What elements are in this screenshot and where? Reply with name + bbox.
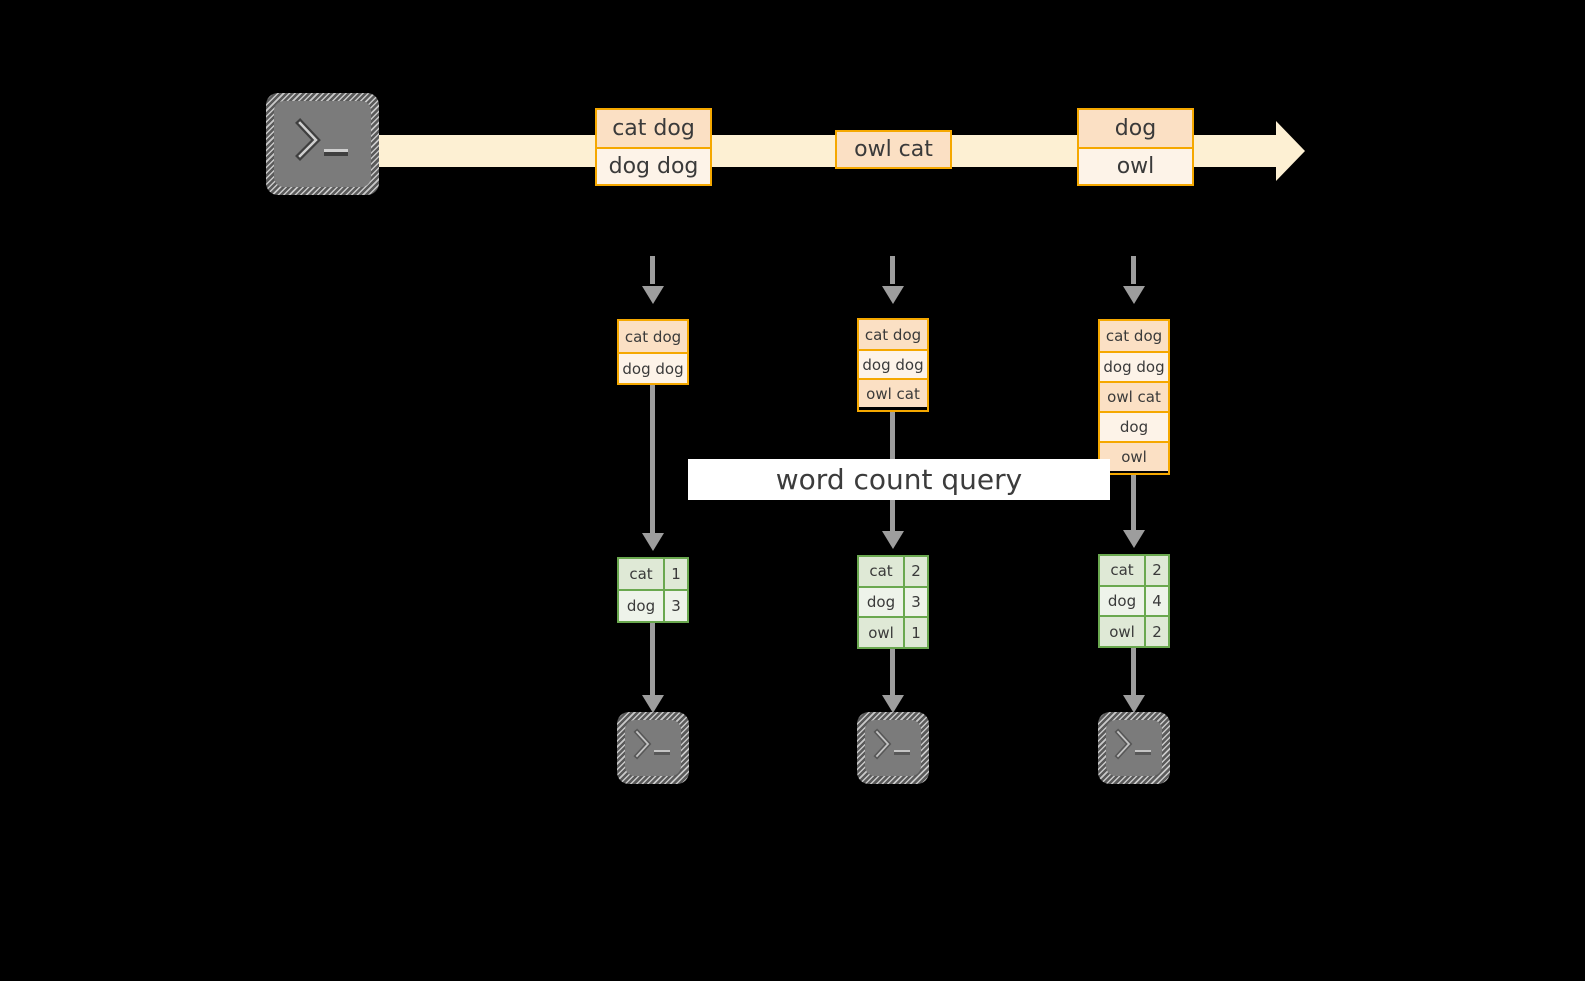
stream-record-line: owl bbox=[1079, 147, 1192, 184]
stream-record-line: dog bbox=[1079, 110, 1192, 147]
snapshot-line: dog dog bbox=[859, 349, 927, 378]
sink-terminal-3 bbox=[1098, 712, 1170, 784]
snapshot-line: cat dog bbox=[1100, 321, 1168, 351]
terminal-face bbox=[274, 101, 371, 187]
table-cell-word: cat bbox=[859, 557, 905, 586]
query-arrow-line-1 bbox=[650, 385, 655, 533]
snapshot-line: dog bbox=[1100, 411, 1168, 441]
table-cell-count: 3 bbox=[671, 597, 681, 615]
sink-arrowhead-1 bbox=[642, 695, 664, 713]
terminal-prompt-icon bbox=[633, 728, 670, 760]
table-cell-word: cat bbox=[1100, 556, 1146, 585]
snapshot-line: dog dog bbox=[619, 352, 687, 383]
sink-arrow-line-2 bbox=[890, 649, 895, 695]
table-cell-word: owl bbox=[1100, 617, 1146, 647]
sink-arrowhead-3 bbox=[1123, 695, 1145, 713]
stream-record-3: dog owl bbox=[1077, 108, 1194, 186]
table-cell-count: 2 bbox=[1152, 622, 1162, 641]
sink-terminal-2 bbox=[857, 712, 929, 784]
table-row: cat 1 bbox=[619, 559, 687, 589]
table-row: dog 4 bbox=[1100, 584, 1168, 616]
stream-record-line: owl cat bbox=[837, 132, 950, 167]
snapshot-feed-dash-1 bbox=[650, 256, 655, 284]
terminal-face bbox=[865, 720, 921, 776]
stream-arrowhead-icon bbox=[1276, 121, 1305, 181]
snapshot-line: owl cat bbox=[859, 378, 927, 407]
table-cell-count: 2 bbox=[1152, 561, 1162, 580]
table-cell-word: owl bbox=[859, 618, 905, 648]
snapshot-line: dog dog bbox=[1100, 351, 1168, 381]
terminal-prompt-icon bbox=[1114, 728, 1151, 760]
table-row: cat 2 bbox=[1100, 556, 1168, 585]
result-table-1: cat 1 dog 3 bbox=[617, 557, 689, 623]
sink-arrow-line-3 bbox=[1131, 648, 1136, 695]
table-row: owl 2 bbox=[1100, 615, 1168, 647]
stream-record-2: owl cat bbox=[835, 130, 952, 169]
snapshot-feed-dash-3 bbox=[1131, 256, 1136, 284]
query-arrow-line-3 bbox=[1131, 475, 1136, 530]
snapshot-2: cat dog dog dog owl cat bbox=[857, 318, 929, 412]
table-cell-count: 1 bbox=[671, 565, 681, 583]
query-arrowhead-2 bbox=[882, 531, 904, 549]
snapshot-feed-arrowhead-2 bbox=[882, 286, 904, 304]
sink-arrow-line-1 bbox=[650, 623, 655, 695]
terminal-face bbox=[625, 720, 681, 776]
table-cell-word: cat bbox=[619, 559, 665, 589]
snapshot-line: cat dog bbox=[859, 320, 927, 349]
query-arrowhead-3 bbox=[1123, 530, 1145, 548]
snapshot-3: cat dog dog dog owl cat dog owl bbox=[1098, 319, 1170, 475]
stream-record-1: cat dog dog dog bbox=[595, 108, 712, 186]
terminal-prompt-icon bbox=[295, 118, 348, 161]
table-cell-count: 3 bbox=[911, 593, 921, 611]
table-cell-word: dog bbox=[619, 591, 665, 621]
snapshot-1: cat dog dog dog bbox=[617, 319, 689, 385]
query-arrowhead-1 bbox=[642, 533, 664, 551]
stream-record-line: dog dog bbox=[597, 147, 710, 184]
snapshot-line: owl bbox=[1100, 441, 1168, 471]
sink-arrowhead-2 bbox=[882, 695, 904, 713]
table-cell-count: 1 bbox=[911, 623, 921, 642]
table-row: owl 1 bbox=[859, 616, 927, 648]
table-row: dog 3 bbox=[619, 589, 687, 621]
table-cell-count: 2 bbox=[911, 562, 921, 581]
table-row: dog 3 bbox=[859, 585, 927, 617]
table-cell-word: dog bbox=[859, 587, 905, 617]
table-cell-count: 4 bbox=[1152, 592, 1162, 610]
snapshot-feed-arrowhead-3 bbox=[1123, 286, 1145, 304]
source-terminal-icon bbox=[266, 93, 379, 195]
result-table-3: cat 2 dog 4 owl 2 bbox=[1098, 554, 1170, 648]
result-table-2: cat 2 dog 3 owl 1 bbox=[857, 555, 929, 649]
table-row: cat 2 bbox=[859, 557, 927, 586]
snapshot-line: owl cat bbox=[1100, 381, 1168, 411]
snapshot-line: cat dog bbox=[619, 321, 687, 352]
sink-terminal-1 bbox=[617, 712, 689, 784]
terminal-prompt-icon bbox=[873, 728, 910, 760]
snapshot-feed-dash-2 bbox=[890, 256, 895, 284]
query-label: word count query bbox=[688, 459, 1110, 500]
snapshot-feed-arrowhead-1 bbox=[642, 286, 664, 304]
table-cell-word: dog bbox=[1100, 586, 1146, 616]
terminal-face bbox=[1106, 720, 1162, 776]
stream-record-line: cat dog bbox=[597, 110, 710, 147]
